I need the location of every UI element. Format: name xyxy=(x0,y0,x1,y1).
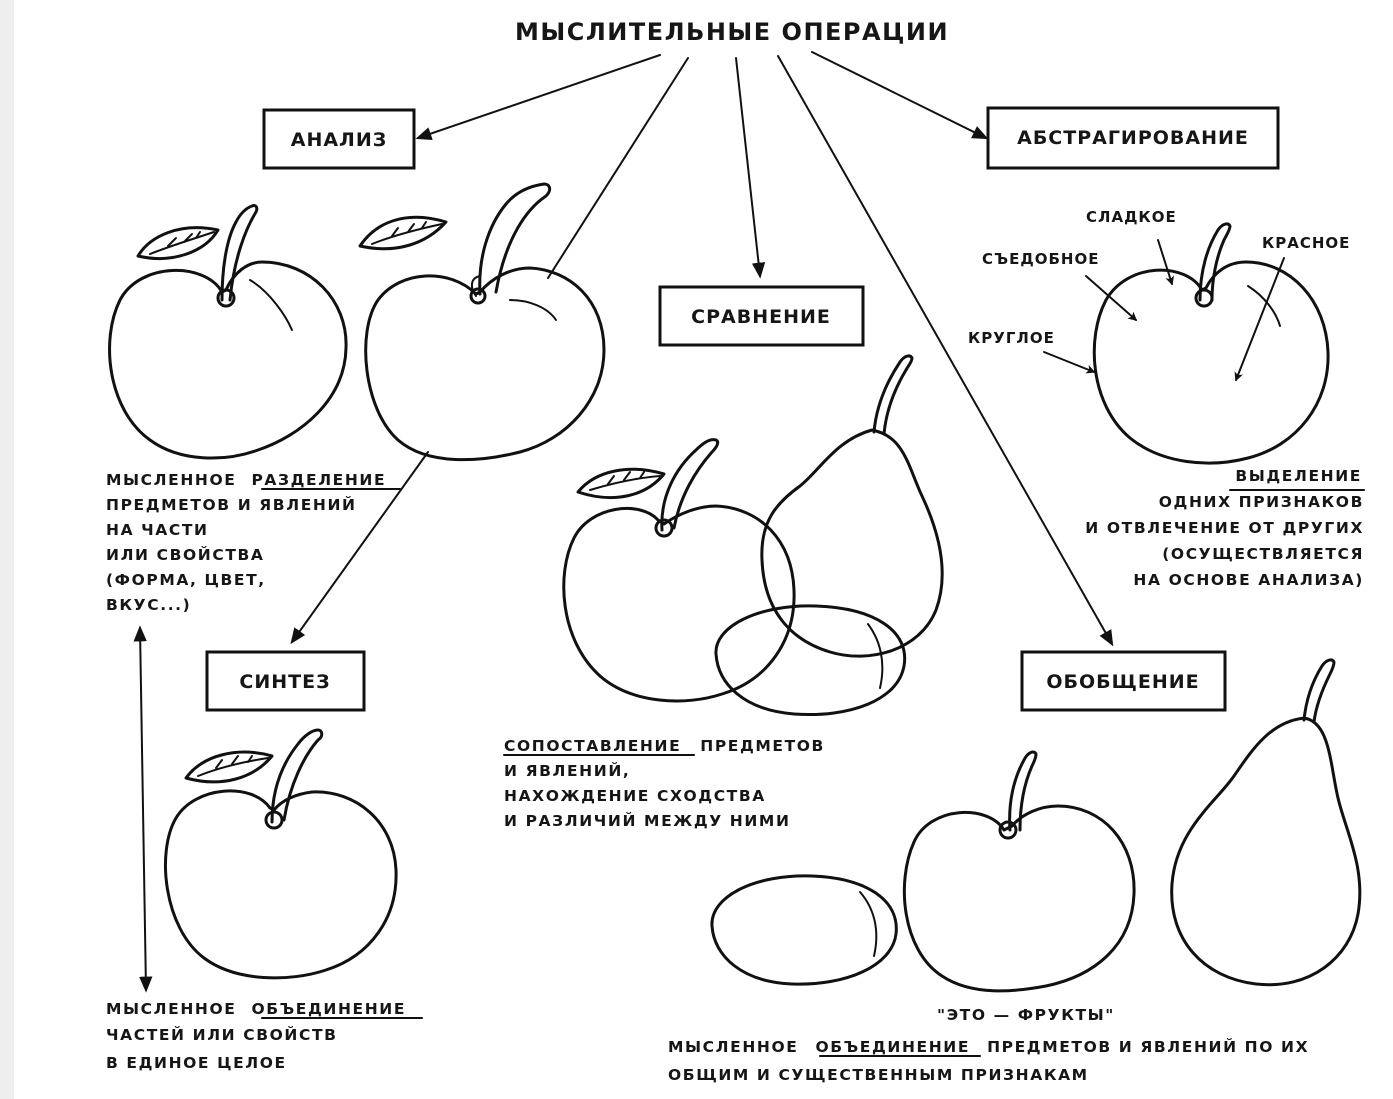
box-comparison-label: СРАВНЕНИЕ xyxy=(691,306,831,328)
comparison-caption: СОПОСТАВЛЕНИЕ ПРЕДМЕТОВ И ЯВЛЕНИЙ, НАХОЖ… xyxy=(503,737,825,830)
generalization-caption-l2: ОБЩИМ И СУЩЕСТВЕННЫМ ПРИЗНАКАМ xyxy=(668,1066,1089,1084)
abstraction-caption-l2: ОДНИХ ПРИЗНАКОВ xyxy=(1159,493,1364,511)
synthesis-caption-l1-prefix: МЫСЛЕННОЕ xyxy=(106,1000,236,1018)
arrow-red xyxy=(1234,257,1285,382)
pear-generalization-icon xyxy=(1170,658,1362,987)
plum-comparison-icon xyxy=(714,604,907,717)
comparison-caption-l4: И РАЗЛИЧИЙ МЕЖДУ НИМИ xyxy=(504,811,791,830)
box-synthesis-label: СИНТЕЗ xyxy=(239,671,330,693)
arrow-sweet xyxy=(1157,239,1175,286)
double-arrow-analysis-synthesis xyxy=(133,625,153,993)
synthesis-caption-l3: В ЕДИНОЕ ЦЕЛОЕ xyxy=(106,1054,287,1072)
apple-whole-with-leaf-icon xyxy=(108,204,348,460)
arrow-round xyxy=(1043,351,1096,374)
pear-comparison-icon xyxy=(760,354,944,658)
generalization-caption-l1-suffix: ПРЕДМЕТОВ И ЯВЛЕНИЙ ПО ИХ xyxy=(987,1037,1309,1056)
arrow-to-comparison xyxy=(735,57,766,279)
box-abstraction: АБСТРАГИРОВАНИЕ xyxy=(986,106,1280,170)
arrow-to-generalization xyxy=(777,55,1114,647)
box-generalization: ОБОБЩЕНИЕ xyxy=(1020,650,1227,712)
generalization-caption-l1-prefix: МЫСЛЕННОЕ xyxy=(668,1038,798,1056)
title-arrows xyxy=(415,51,1114,647)
analysis-caption-l1-key: РАЗДЕЛЕНИЕ xyxy=(251,471,386,489)
analysis-caption-l4: ИЛИ СВОЙСТВА xyxy=(106,545,265,564)
apple-synthesis-icon xyxy=(164,728,398,980)
comparison-caption-l1-suffix: ПРЕДМЕТОВ xyxy=(700,737,825,755)
attr-round-label: КРУГЛОЕ xyxy=(968,329,1055,347)
abstraction-caption-l4: (ОСУЩЕСТВЛЯЕТСЯ xyxy=(1162,545,1364,563)
attr-red-label: КРАСНОЕ xyxy=(1262,234,1350,252)
generalization-caption-l1-key: ОБЪЕДИНЕНИЕ xyxy=(815,1038,970,1056)
diagram-title: МЫСЛИТЕЛЬНЫЕ ОПЕРАЦИИ xyxy=(515,18,949,46)
arrow-edible xyxy=(1085,275,1138,321)
generalization-caption: МЫСЛЕННОЕ ОБЪЕДИНЕНИЕ ПРЕДМЕТОВ И ЯВЛЕНИ… xyxy=(668,1037,1309,1084)
arrow-to-abstraction xyxy=(811,51,989,140)
synthesis-caption-l1-key: ОБЪЕДИНЕНИЕ xyxy=(251,1000,406,1018)
synthesis-caption: МЫСЛЕННОЕ ОБЪЕДИНЕНИЕ ЧАСТЕЙ ИЛИ СВОЙСТВ… xyxy=(106,1000,423,1072)
apple-comparison-icon xyxy=(562,438,796,703)
svg-text:МЫСЛЕННОЕ РАЗДЕЛЕНИЕ: МЫСЛЕННОЕ РАЗДЕЛЕНИЕ xyxy=(106,471,386,489)
box-analysis-label: АНАЛИЗ xyxy=(291,129,388,151)
abstraction-caption-l3: И ОТВЛЕЧЕНИЕ ОТ ДРУГИХ xyxy=(1085,519,1364,537)
apple-generalization-icon xyxy=(902,750,1136,993)
plum-generalization-icon xyxy=(710,874,898,986)
line-to-second-apple xyxy=(547,57,689,279)
box-analysis: АНАЛИЗ xyxy=(262,108,416,170)
analysis-caption-l3: НА ЧАСТИ xyxy=(106,521,209,539)
abstraction-caption: ВЫДЕЛЕНИЕ ОДНИХ ПРИЗНАКОВ И ОТВЛЕЧЕНИЕ О… xyxy=(1085,467,1365,589)
abstraction-caption-l5: НА ОСНОВЕ АНАЛИЗА) xyxy=(1133,571,1364,589)
svg-text:МЫСЛЕННОЕ ОБЪЕДИНЕНИЕ: МЫСЛЕННОЕ ОБЪЕДИНЕНИЕ ПРЕДМЕТОВ И ЯВЛЕНИ… xyxy=(668,1037,1309,1056)
apple-second-with-leaf-icon xyxy=(358,182,606,462)
analysis-caption-l1-prefix: МЫСЛЕННОЕ xyxy=(106,471,236,489)
box-abstraction-label: АБСТРАГИРОВАНИЕ xyxy=(1017,127,1249,149)
analysis-caption-l5: (ФОРМА, ЦВЕТ, xyxy=(106,571,266,589)
abstraction-attributes: СЛАДКОЕ КРАСНОЕ СЪЕДОБНОЕ КРУГЛОЕ xyxy=(968,208,1350,382)
analysis-caption-l2: ПРЕДМЕТОВ И ЯВЛЕНИЙ xyxy=(106,495,357,514)
attr-edible-label: СЪЕДОБНОЕ xyxy=(982,250,1099,268)
comparison-caption-l3: НАХОЖДЕНИЕ СХОДСТВА xyxy=(504,787,766,805)
box-synthesis: СИНТЕЗ xyxy=(205,650,366,712)
comparison-caption-l1-key: СОПОСТАВЛЕНИЕ xyxy=(504,737,681,755)
arrow-analysis-to-synthesis xyxy=(290,451,429,645)
apple-abstraction-icon xyxy=(1092,222,1330,465)
svg-text:МЫСЛЕННОЕ ОБЪЕДИНЕНИЕ: МЫСЛЕННОЕ ОБЪЕДИНЕНИЕ xyxy=(106,1000,406,1018)
box-comparison: СРАВНЕНИЕ xyxy=(658,285,865,347)
analysis-caption: МЫСЛЕННОЕ РАЗДЕЛЕНИЕ ПРЕДМЕТОВ И ЯВЛЕНИЙ… xyxy=(106,471,401,614)
abstraction-caption-l1: ВЫДЕЛЕНИЕ xyxy=(1235,467,1362,485)
scan-edge-band xyxy=(0,0,14,1099)
svg-text:СОПОСТАВЛЕНИЕ ПРЕДМЕТОВ: СОПОСТАВЛЕНИЕ ПРЕДМЕТОВ xyxy=(504,737,825,755)
attr-sweet-label: СЛАДКОЕ xyxy=(1086,208,1177,226)
generalization-quote: "ЭТО — ФРУКТЫ" xyxy=(937,1006,1115,1024)
synthesis-caption-l2: ЧАСТЕЙ ИЛИ СВОЙСТВ xyxy=(106,1025,338,1044)
arrow-to-analysis xyxy=(415,54,661,140)
analysis-caption-l6: ВКУС...) xyxy=(106,596,191,614)
comparison-caption-l2: И ЯВЛЕНИЙ, xyxy=(504,761,630,780)
box-generalization-label: ОБОБЩЕНИЕ xyxy=(1046,671,1199,693)
